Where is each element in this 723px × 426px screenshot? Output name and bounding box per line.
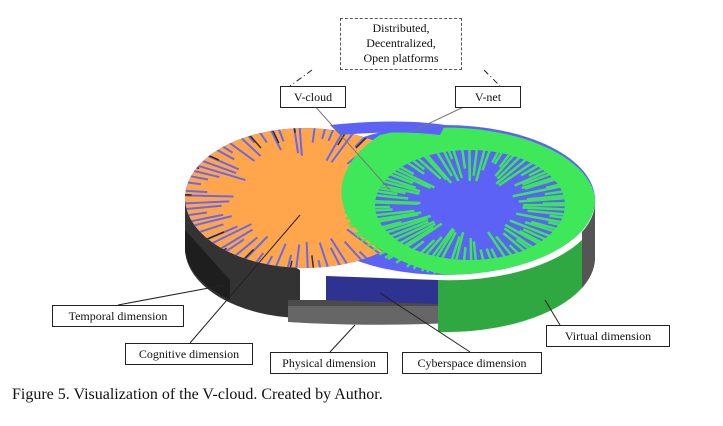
v-net-label: V-net <box>455 86 521 108</box>
v-cloud-label: V-cloud <box>280 86 346 108</box>
figure-caption: Figure 5. Visualization of the V-cloud. … <box>12 386 383 404</box>
platforms-box: Distributed, Decentralized, Open platfor… <box>340 18 462 70</box>
virtual-dimension-label: Virtual dimension <box>546 325 670 347</box>
physical-dimension-label: Physical dimension <box>270 352 388 374</box>
platforms-line-2: Decentralized, <box>341 36 461 51</box>
temporal-dimension-label: Temporal dimension <box>52 305 184 327</box>
cyberspace-dimension-label: Cyberspace dimension <box>402 352 542 374</box>
texture-spike <box>323 125 324 128</box>
cognitive-dimension-label: Cognitive dimension <box>125 343 253 365</box>
texture-spike <box>307 242 308 271</box>
texture-spike <box>344 207 390 208</box>
disc-tops <box>178 122 596 277</box>
texture-spike <box>543 203 596 204</box>
texture-spike <box>182 181 186 182</box>
cyberspace-wall <box>326 276 438 304</box>
texture-spike <box>471 238 472 276</box>
platforms-line-1: Distributed, <box>341 21 461 36</box>
texture-spike <box>222 143 223 144</box>
platforms-line-3: Open platforms <box>341 51 461 66</box>
